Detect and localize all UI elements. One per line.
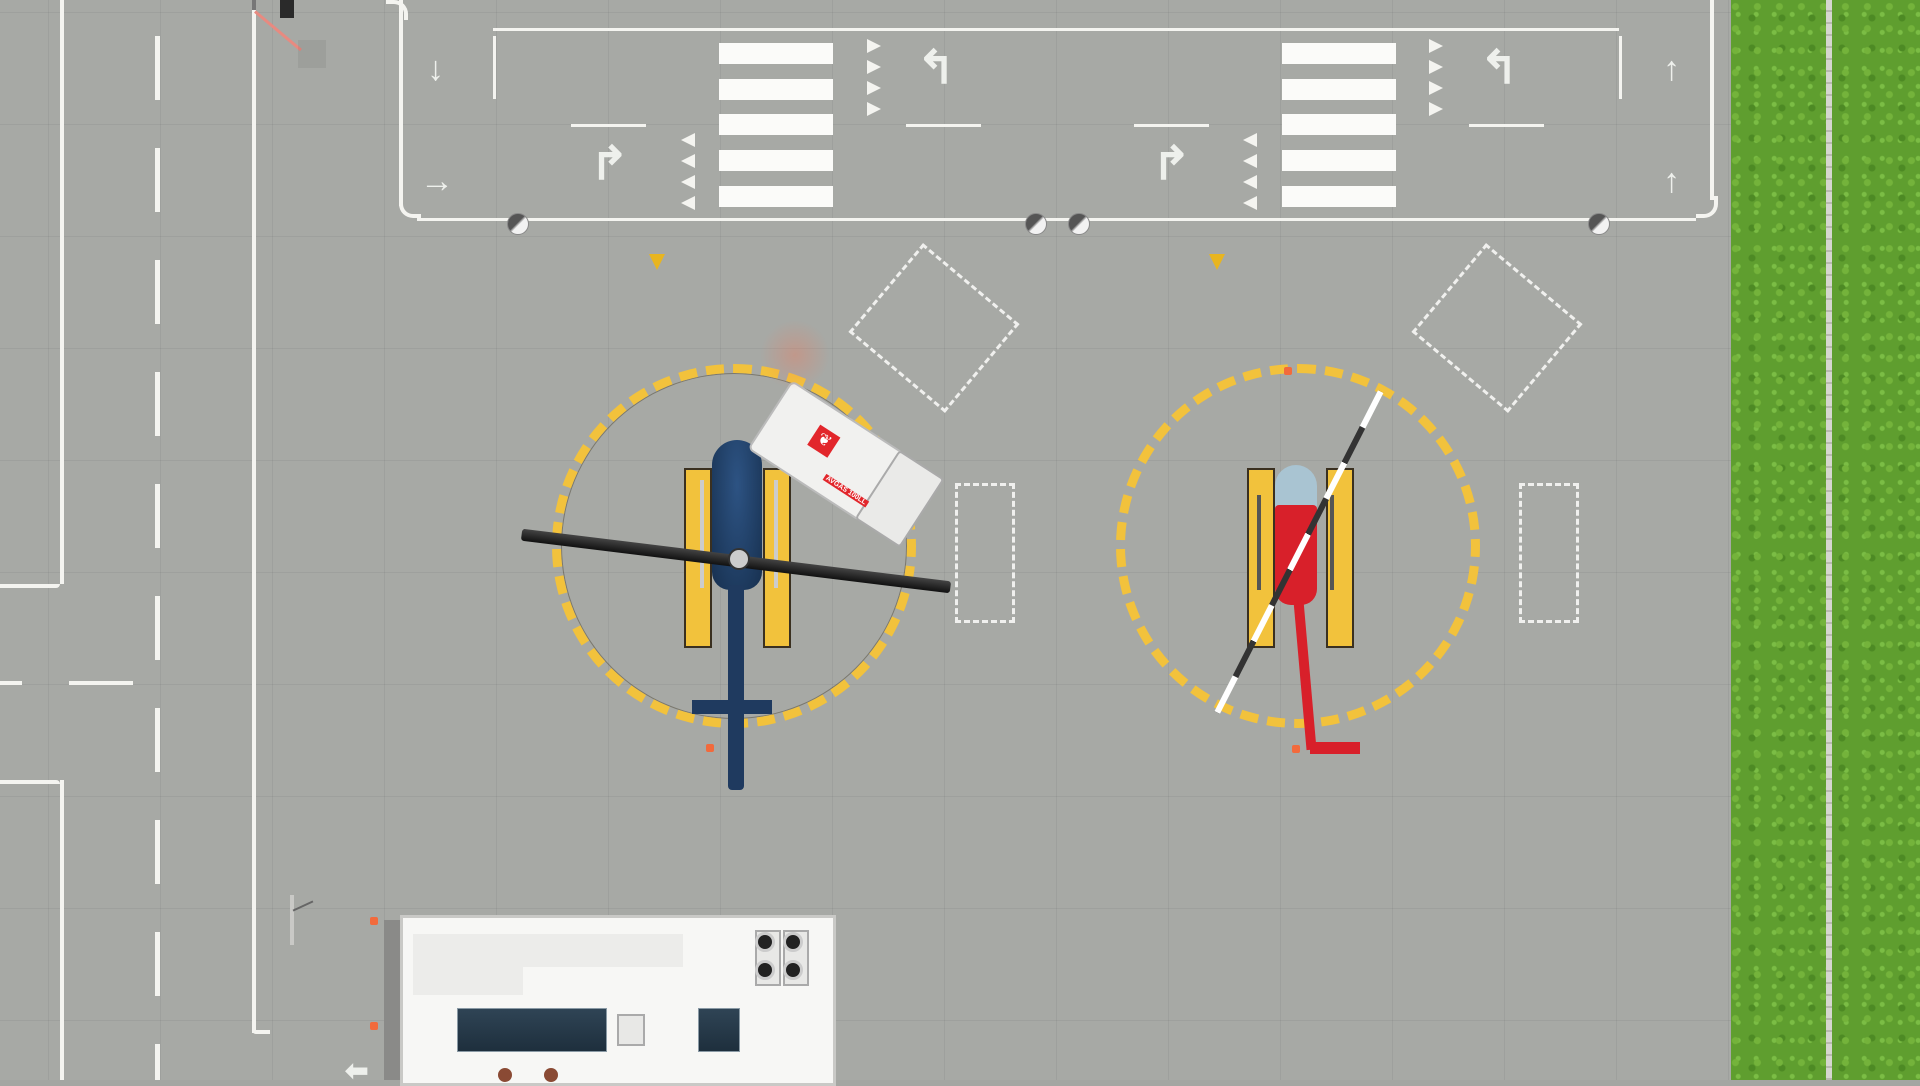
apron-bottom-line <box>417 218 1097 221</box>
apron-inner-left-tick <box>493 36 496 99</box>
heli-skid <box>1330 495 1334 590</box>
perimeter-fence <box>1826 0 1832 1080</box>
apron-inner-top-line <box>493 28 1619 31</box>
heli-skid <box>700 480 704 588</box>
floodlight-icon <box>1209 254 1225 270</box>
marker-light <box>370 1022 378 1030</box>
apron-edge-curve <box>386 0 408 20</box>
road-edge-curve <box>0 780 60 784</box>
apron-corner-bl <box>399 196 421 218</box>
lamp-post <box>252 0 256 10</box>
apron-inner-right-tick <box>1619 36 1622 99</box>
skylight-small <box>698 1008 740 1052</box>
apron-edge-left <box>399 0 403 206</box>
building-awning <box>384 920 400 1080</box>
lane-dash <box>155 372 160 436</box>
heli-tailboom <box>728 585 744 790</box>
road-edge-line <box>252 8 256 1033</box>
hvac-fan-icon <box>783 932 803 952</box>
bollard <box>1588 213 1610 235</box>
lane-arrow-up: ↑ <box>1663 50 1680 88</box>
hvac-fan-icon <box>755 960 775 980</box>
pole-shadow <box>280 0 294 18</box>
road-stop-line <box>0 681 22 685</box>
bollard <box>1025 213 1047 235</box>
hvac-fan-icon <box>755 932 775 952</box>
parking-spot[interactable] <box>955 483 1015 623</box>
lane-dash <box>155 596 160 660</box>
lane-dash <box>155 932 160 996</box>
roof-hatch <box>617 1014 645 1046</box>
road-edge-curve <box>0 584 60 588</box>
lane-dash <box>155 820 160 884</box>
turn-arrow: ↱ <box>1152 137 1191 189</box>
lane-dash <box>155 148 160 212</box>
road-edge-curve <box>252 1030 270 1034</box>
floodlight-icon <box>649 254 665 270</box>
lane-dash <box>155 36 160 100</box>
lamp-arm <box>254 10 302 52</box>
lane-arrow-up: ↑ <box>1663 162 1680 200</box>
heli-skid <box>1257 495 1261 590</box>
heli-canopy <box>1275 465 1317 511</box>
stop-bar <box>1469 124 1544 127</box>
stop-bar <box>1134 124 1209 127</box>
heli-stabilizer <box>1310 742 1360 754</box>
terminal-building-roof[interactable] <box>400 915 836 1086</box>
roof-vent <box>498 1068 512 1082</box>
helipad-h-right <box>1326 468 1354 648</box>
marker-light <box>1284 367 1292 375</box>
heli-rotor-hub <box>728 548 750 570</box>
bollard <box>507 213 529 235</box>
helipad-h-left <box>1247 468 1275 648</box>
exhaust-smoke <box>760 320 830 390</box>
roof-patch <box>413 967 523 995</box>
stop-bar <box>906 124 981 127</box>
lamp-post <box>290 895 294 945</box>
lane-dash <box>155 708 160 772</box>
lane-arrow-right: → <box>420 162 454 200</box>
lamp-shadow <box>298 40 326 68</box>
turn-arrow: ↰ <box>917 41 956 93</box>
lane-dash <box>155 1044 160 1080</box>
helipad-ring <box>1116 364 1480 728</box>
road-edge-line <box>60 0 64 584</box>
stop-bar <box>571 124 646 127</box>
hvac-fan-icon <box>783 960 803 980</box>
apron-corner-br <box>1696 196 1718 218</box>
skylight-large <box>457 1008 607 1052</box>
turn-arrow: ↰ <box>1480 41 1519 93</box>
lane-arrow-down: ↓ <box>427 50 444 88</box>
marker-light <box>370 917 378 925</box>
heli-stabilizer <box>692 700 772 714</box>
exit-arrow-left: ⬅ <box>345 1055 369 1086</box>
roof-vent <box>544 1068 558 1082</box>
road-stop-line <box>69 681 133 685</box>
lane-dash <box>155 484 160 548</box>
bollard <box>1068 213 1090 235</box>
turn-arrow: ↱ <box>590 137 629 189</box>
lane-dash <box>155 260 160 324</box>
apron-edge-right <box>1710 0 1714 200</box>
lamp-arm <box>292 900 314 912</box>
marker-light <box>1292 745 1300 753</box>
parking-spot[interactable] <box>848 243 1020 413</box>
parking-spot[interactable] <box>1519 483 1579 623</box>
apron-bottom-line <box>1090 218 1696 221</box>
grass-strip <box>1731 0 1920 1080</box>
heli-skid <box>774 480 778 588</box>
road-edge-line <box>60 780 64 1080</box>
marker-light <box>706 744 714 752</box>
roof-patch <box>413 934 683 967</box>
parking-spot[interactable] <box>1411 243 1583 413</box>
